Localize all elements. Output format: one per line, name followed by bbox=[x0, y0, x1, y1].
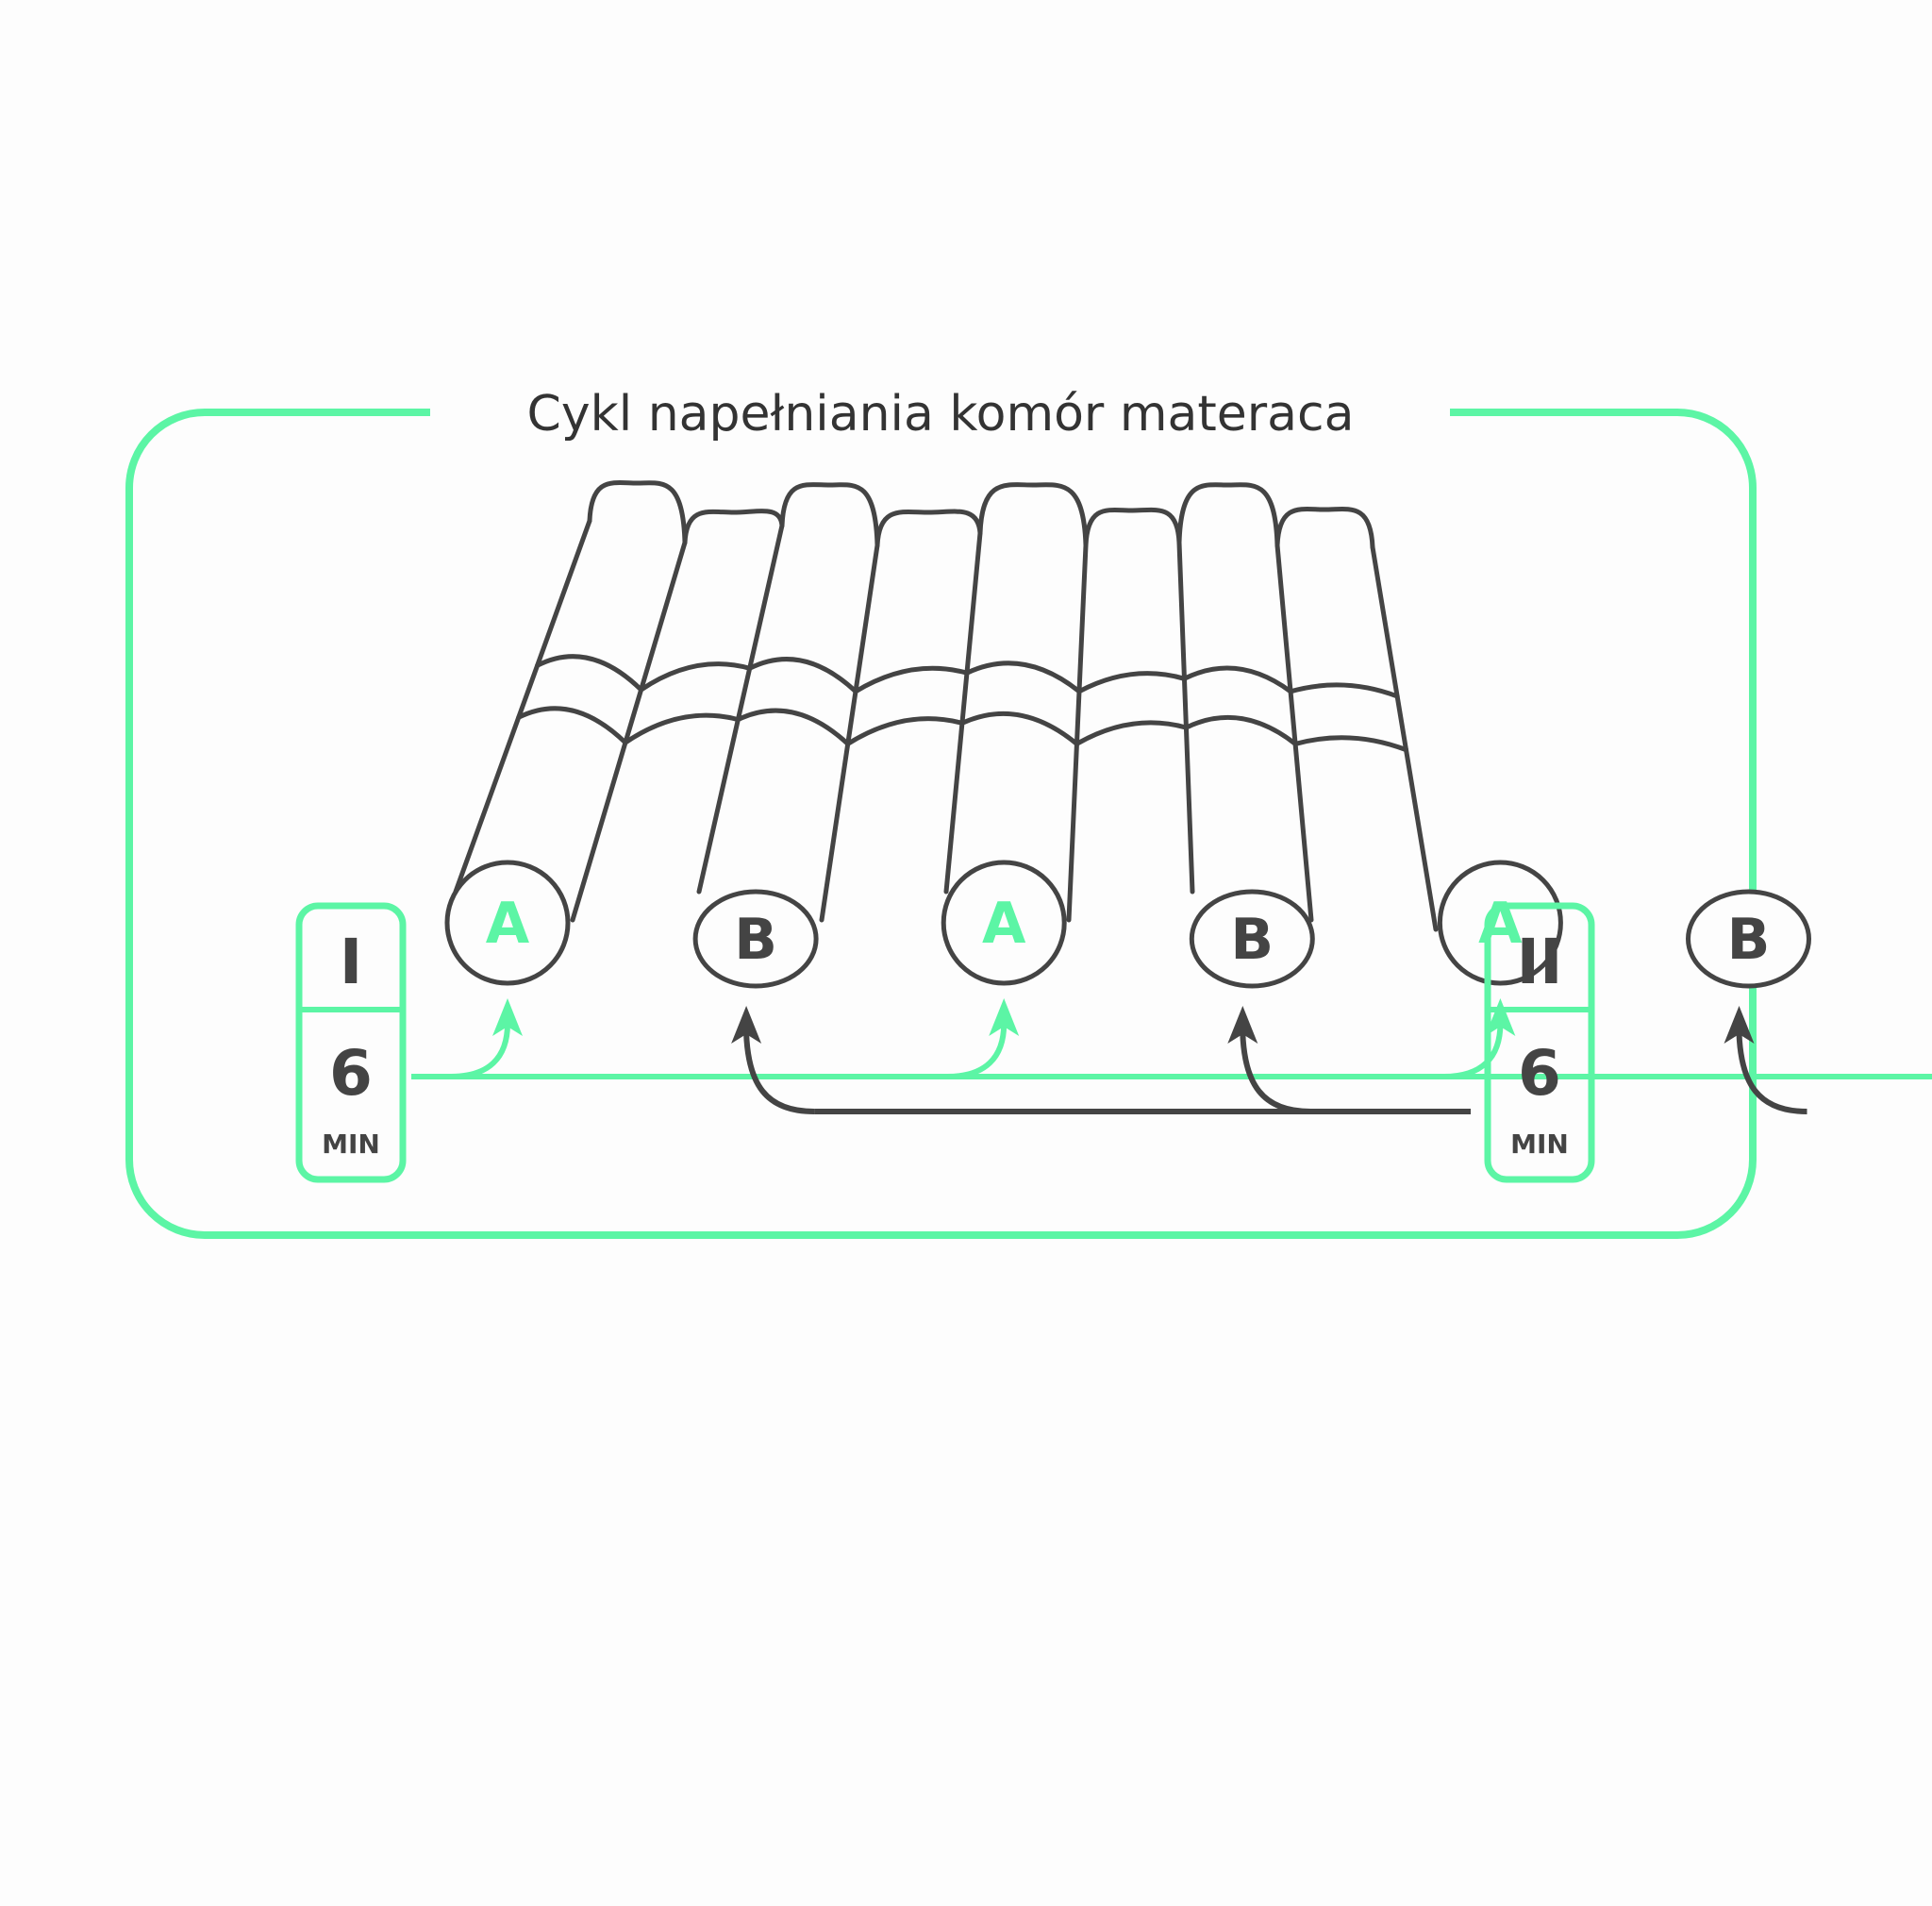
chamber-cells: ABABABAB bbox=[444, 860, 1811, 989]
arrowhead-icon bbox=[1227, 1006, 1258, 1044]
timer-phase-label: I bbox=[340, 926, 363, 998]
supply-branch bbox=[450, 1023, 510, 1079]
tube-back-arch bbox=[1274, 507, 1375, 550]
supply-branch bbox=[743, 1032, 815, 1114]
timer-box bbox=[1484, 902, 1595, 1183]
tube-back-arch bbox=[874, 509, 983, 548]
tube-band-1 bbox=[1181, 665, 1293, 694]
tube-side-line bbox=[1176, 540, 1195, 894]
frame bbox=[125, 409, 1757, 1239]
arrows-phase-1 bbox=[411, 998, 1932, 1079]
tube-band-2 bbox=[959, 711, 1079, 746]
chamber-outline bbox=[941, 860, 1067, 986]
chamber-outline bbox=[1686, 889, 1811, 989]
arrows-phase-2 bbox=[731, 1006, 1807, 1114]
tube-band-1 bbox=[964, 660, 1082, 694]
arrowhead-icon bbox=[1724, 1006, 1755, 1044]
tube-band-1 bbox=[747, 657, 858, 694]
timer-phase-label: II bbox=[1516, 926, 1562, 998]
chamber-outline bbox=[1437, 860, 1563, 986]
tube-band-1 bbox=[639, 661, 753, 693]
tube-side-line bbox=[696, 523, 785, 894]
mattress-tubes bbox=[453, 480, 1439, 932]
tube-band-1 bbox=[1076, 671, 1187, 694]
timer-box bbox=[295, 902, 407, 1183]
chamber-label: B bbox=[734, 907, 777, 973]
tube-band-2 bbox=[516, 706, 628, 745]
chamber-outline bbox=[1189, 889, 1315, 989]
timer-duration: 6 bbox=[329, 1037, 373, 1110]
tube-back-arch bbox=[682, 509, 785, 545]
tube-side-line bbox=[570, 540, 688, 923]
tube-band-1 bbox=[853, 665, 970, 694]
timer-unit: MIN bbox=[1510, 1129, 1569, 1160]
timer-phase-1: I 6 MIN bbox=[295, 902, 407, 1183]
chamber-cell-a: A bbox=[1437, 860, 1563, 986]
supply-branch bbox=[1240, 1032, 1311, 1114]
tube-band-2 bbox=[845, 716, 965, 746]
tube-side-line bbox=[1370, 544, 1439, 932]
flow-arrows bbox=[411, 998, 1932, 1114]
chamber-cell-b: B bbox=[1189, 889, 1315, 989]
tube-band-2 bbox=[1074, 720, 1189, 746]
tube-band-2 bbox=[735, 708, 851, 746]
tube-band-2 bbox=[1183, 714, 1298, 746]
tube-side-line bbox=[1274, 543, 1314, 923]
frame-border bbox=[125, 409, 1757, 1239]
tube-back-arch bbox=[779, 482, 880, 548]
arrowhead-icon bbox=[989, 998, 1020, 1036]
chamber-label: A bbox=[982, 891, 1026, 957]
timer-duration: 6 bbox=[1518, 1037, 1561, 1110]
chamber-label: B bbox=[1230, 907, 1274, 973]
tube-side-line bbox=[453, 518, 592, 894]
tube-side-line bbox=[943, 530, 983, 894]
chamber-cell-b: B bbox=[692, 889, 819, 989]
diagram-title: Cykl napełniania komór materaca bbox=[527, 386, 1355, 443]
timer-phase-2: II 6 MIN bbox=[1484, 902, 1595, 1183]
tube-band-1 bbox=[1288, 682, 1400, 699]
tube-band-2 bbox=[1292, 735, 1409, 753]
arrowhead-icon bbox=[1485, 998, 1516, 1036]
tube-back-arch bbox=[1083, 507, 1182, 548]
chamber-cell-a: A bbox=[444, 860, 571, 986]
arrowhead-icon bbox=[731, 1006, 762, 1044]
chamber-outline bbox=[444, 860, 571, 986]
tube-back-arch bbox=[977, 482, 1089, 548]
timer-unit: MIN bbox=[322, 1129, 380, 1160]
tube-side-line bbox=[819, 543, 880, 923]
tube-band-1 bbox=[535, 654, 644, 693]
tube-side-line bbox=[1066, 543, 1089, 923]
chamber-cell-b: B bbox=[1686, 889, 1811, 989]
chamber-outline bbox=[692, 889, 819, 989]
tube-back-arch bbox=[1176, 482, 1280, 548]
supply-branch bbox=[1736, 1032, 1807, 1114]
arrowhead-icon bbox=[492, 998, 523, 1036]
supply-branch bbox=[947, 1023, 1008, 1079]
chamber-cell-a: A bbox=[941, 860, 1067, 986]
tube-band-2 bbox=[623, 712, 741, 745]
chamber-label: A bbox=[486, 891, 530, 957]
chamber-label: B bbox=[1727, 907, 1771, 973]
tube-back-arch bbox=[587, 480, 688, 545]
